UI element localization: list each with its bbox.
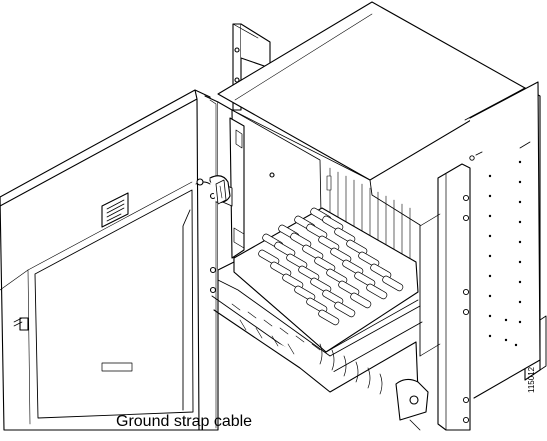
ground-strap-cable [195,175,231,205]
ground-strap-cable-label: Ground strap cable [116,413,253,430]
door-hinge [204,95,219,431]
door-label-plate [101,192,129,228]
ground-strap-leader-line [182,209,191,411]
fan-tray [233,207,419,353]
cable-loops [319,343,383,395]
chassis-door [0,89,213,431]
figure-number: 115012 [527,366,536,393]
right-mounting-ear [419,155,475,431]
side-vent-holes [488,160,522,347]
fan-slots [258,207,404,326]
lower-cable-tray [211,279,429,431]
rear-mounting-bracket [475,151,547,371]
door-latch [13,317,29,331]
chassis-body [217,1,541,399]
